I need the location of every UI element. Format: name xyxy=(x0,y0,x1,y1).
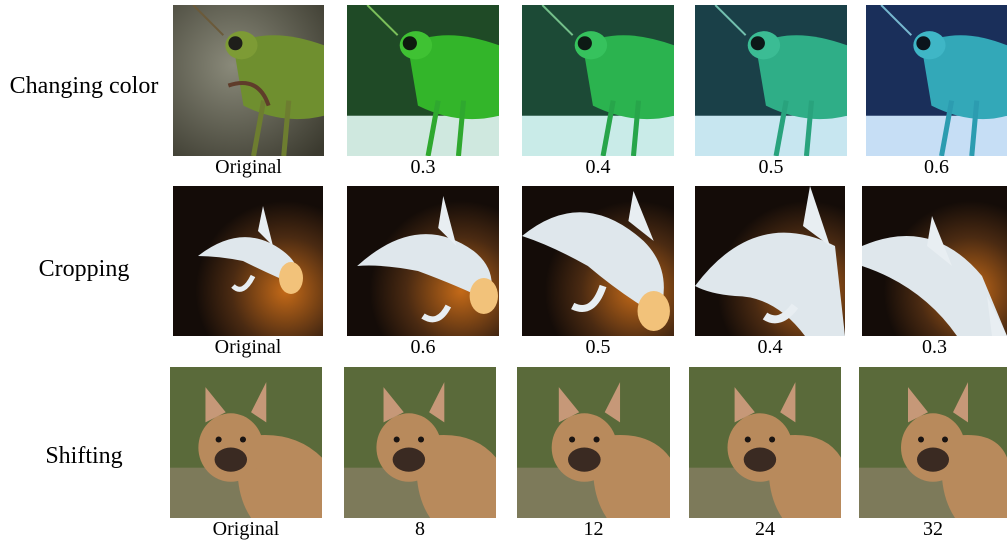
caption-0-5: 0.5 xyxy=(585,336,611,358)
row-label-shifting: Shifting xyxy=(45,443,123,469)
grasshopper-image-0-4 xyxy=(522,5,674,156)
caption-0-3: 0.3 xyxy=(922,336,947,358)
row-label-cropping: Cropping xyxy=(38,256,130,282)
caption-0-5: 0.5 xyxy=(758,156,784,178)
french-bulldog-image-24 xyxy=(689,367,841,518)
koi-fish-image-0-4 xyxy=(695,186,845,336)
koi-fish-image-0-6 xyxy=(347,186,499,336)
row-label-changing-color: Changing color xyxy=(9,73,159,99)
caption-original: Original xyxy=(212,518,280,540)
french-bulldog-image-32 xyxy=(859,367,1007,518)
caption-original: Original xyxy=(215,156,282,178)
caption-0-6: 0.6 xyxy=(924,156,949,178)
caption-24: 24 xyxy=(755,518,775,540)
grasshopper-image-0-6 xyxy=(866,5,1007,156)
grasshopper-image-0-3 xyxy=(347,5,499,156)
grasshopper-image-0-5 xyxy=(695,5,847,156)
koi-fish-image-original xyxy=(173,186,323,336)
french-bulldog-image-12 xyxy=(517,367,670,518)
grasshopper-image-original xyxy=(173,5,324,156)
caption-original: Original xyxy=(214,336,282,358)
french-bulldog-image-8 xyxy=(344,367,496,518)
koi-fish-image-0-3 xyxy=(862,186,1007,336)
koi-fish-image-0-5 xyxy=(522,186,674,336)
caption-12: 12 xyxy=(583,518,604,540)
caption-0-3: 0.3 xyxy=(410,156,436,178)
french-bulldog-image-original xyxy=(170,367,322,518)
caption-8: 8 xyxy=(415,518,425,540)
caption-0-4: 0.4 xyxy=(757,336,783,358)
caption-0-6: 0.6 xyxy=(410,336,436,358)
caption-0-4: 0.4 xyxy=(585,156,611,178)
caption-32: 32 xyxy=(923,518,943,540)
